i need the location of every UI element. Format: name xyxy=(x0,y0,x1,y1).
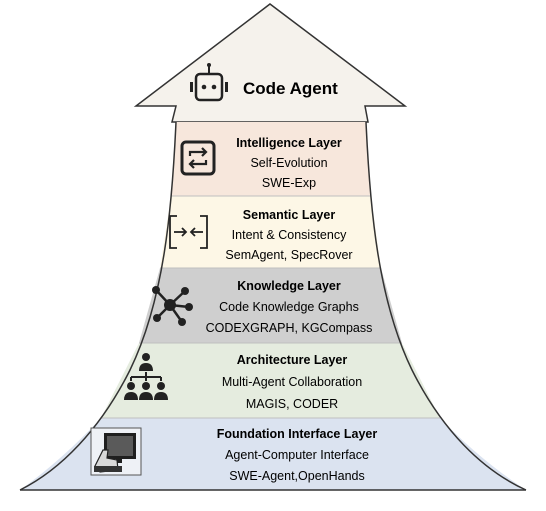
org-chart-icon xyxy=(124,353,168,400)
semantic-layer-examples: SemAgent, SpecRover xyxy=(225,248,352,262)
layer-band-intelligence xyxy=(171,122,371,196)
pyramid-right-edge xyxy=(365,121,527,491)
layer-band-knowledge xyxy=(139,268,402,343)
semantic-layer-title: Semantic Layer xyxy=(243,208,336,222)
repeat-icon xyxy=(180,140,216,176)
apex-arrow xyxy=(133,3,408,123)
layer-band-foundation xyxy=(20,418,526,490)
knowledge-layer-desc: Code Knowledge Graphs xyxy=(219,300,359,314)
layer-band-semantic xyxy=(160,196,381,268)
intelligence-layer-title: Intelligence Layer xyxy=(236,136,342,150)
architecture-layer-desc: Multi-Agent Collaboration xyxy=(222,375,362,389)
intelligence-layer-examples: SWE-Exp xyxy=(262,176,316,190)
merge-arrows-icon xyxy=(169,215,208,249)
layer-separators xyxy=(101,195,440,419)
intelligence-layer-desc: Self-Evolution xyxy=(250,156,327,170)
network-graph-icon xyxy=(152,286,193,326)
layer-band-architecture xyxy=(101,343,440,418)
computer-hand-icon xyxy=(90,427,142,476)
semantic-layer-desc: Intent & Consistency xyxy=(232,228,347,242)
knowledge-layer-title: Knowledge Layer xyxy=(237,279,341,293)
pyramid-left-edge xyxy=(19,121,177,491)
apex-title: Code Agent xyxy=(243,79,338,98)
foundation-layer-title: Foundation Interface Layer xyxy=(217,427,378,441)
architecture-layer-title: Architecture Layer xyxy=(237,353,348,367)
architecture-layer-examples: MAGIS, CODER xyxy=(246,397,338,411)
foundation-layer-examples: SWE-Agent,OpenHands xyxy=(229,469,365,483)
foundation-layer-desc: Agent-Computer Interface xyxy=(225,448,369,462)
robot-icon xyxy=(190,63,228,102)
knowledge-layer-examples: CODEXGRAPH, KGCompass xyxy=(206,321,373,335)
